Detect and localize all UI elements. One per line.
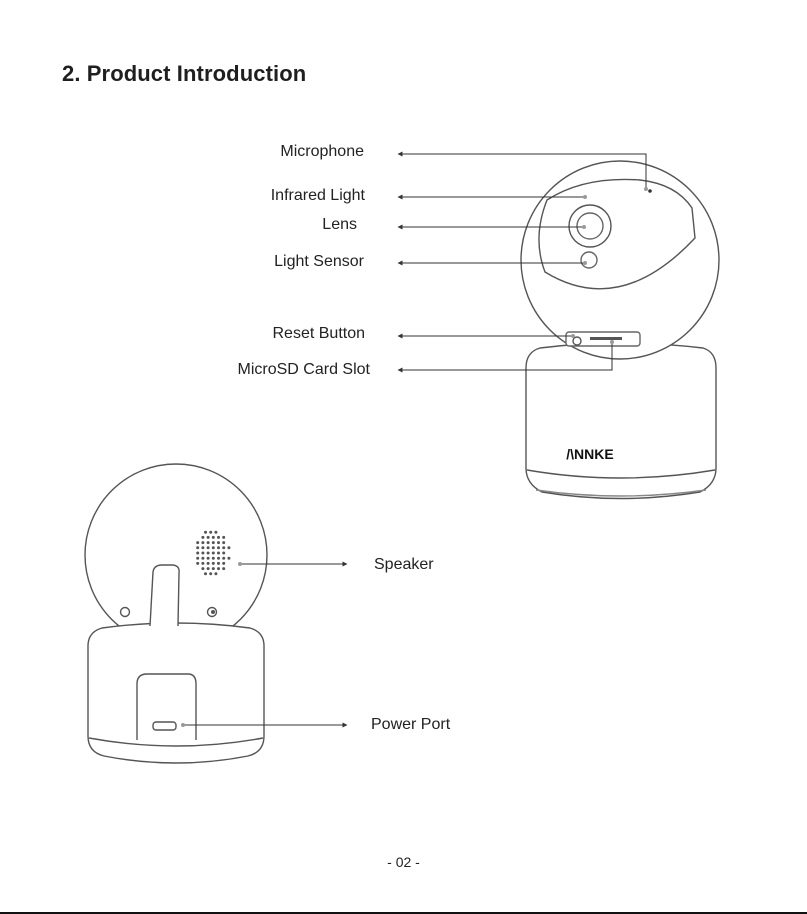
speaker-hole (222, 552, 225, 555)
speaker-hole (212, 552, 215, 555)
page-number: - 02 - (0, 854, 807, 870)
speaker-hole (222, 557, 225, 560)
speaker-hole (209, 531, 212, 534)
speaker-hole (201, 557, 204, 560)
speaker-hole (207, 541, 210, 544)
speaker-hole (201, 567, 204, 570)
speaker-hole (201, 536, 204, 539)
speaker-hole (207, 557, 210, 560)
speaker-hole (196, 546, 199, 549)
speaker-hole (217, 562, 220, 565)
speaker-hole (222, 562, 225, 565)
speaker-hole (217, 567, 220, 570)
speaker-hole (217, 557, 220, 560)
speaker-hole (217, 546, 220, 549)
speaker-hole (207, 552, 210, 555)
speaker-hole (207, 536, 210, 539)
speaker-hole (227, 557, 230, 560)
speaker-hole (201, 552, 204, 555)
brand-logo: /\NNKE (566, 446, 613, 462)
speaker-hole (207, 567, 210, 570)
front-camera-drawing (521, 161, 719, 499)
speaker-hole (222, 567, 225, 570)
speaker-hole (196, 557, 199, 560)
speaker-hole (222, 546, 225, 549)
speaker-hole (201, 562, 204, 565)
speaker-hole (214, 531, 217, 534)
speaker-hole (212, 557, 215, 560)
speaker-hole (217, 536, 220, 539)
speaker-hole (212, 541, 215, 544)
speaker-hole (207, 562, 210, 565)
speaker-hole (201, 541, 204, 544)
speaker-hole (214, 572, 217, 575)
back-camera-drawing (85, 464, 267, 763)
speaker-hole (209, 572, 212, 575)
speaker-hole (204, 531, 207, 534)
speaker-hole (196, 552, 199, 555)
speaker-hole (212, 567, 215, 570)
speaker-hole (217, 541, 220, 544)
speaker-hole (204, 572, 207, 575)
speaker-hole (196, 562, 199, 565)
speaker-hole (222, 536, 225, 539)
speaker-hole (196, 541, 199, 544)
speaker-hole (207, 546, 210, 549)
speaker-hole (227, 546, 230, 549)
speaker-hole (212, 536, 215, 539)
speaker-hole (212, 562, 215, 565)
speaker-hole (212, 546, 215, 549)
speaker-hole (222, 541, 225, 544)
speaker-hole (217, 552, 220, 555)
speaker-hole (201, 546, 204, 549)
